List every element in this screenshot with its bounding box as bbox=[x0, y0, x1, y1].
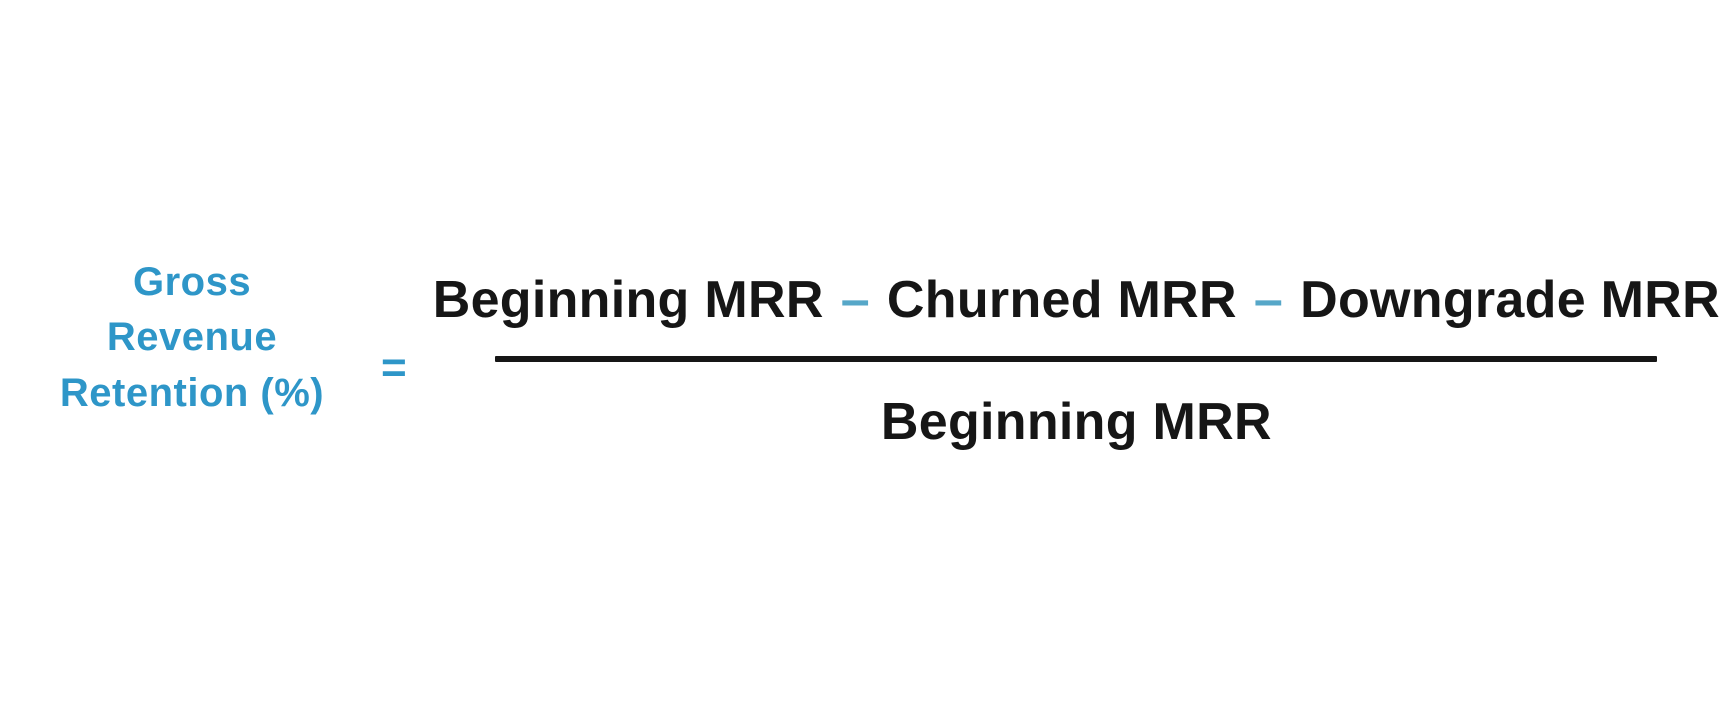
numerator-term-beginning-mrr: Beginning MRR bbox=[432, 271, 824, 329]
metric-label: Gross Revenue Retention (%) bbox=[45, 255, 339, 421]
minus-operator-2: – bbox=[1253, 271, 1284, 329]
minus-operator-1: – bbox=[840, 271, 870, 329]
metric-label-line2: Retention (%) bbox=[59, 370, 325, 415]
metric-label-line1: Gross Revenue bbox=[106, 260, 278, 360]
fraction-divider-line bbox=[495, 356, 1658, 362]
equals-sign: = bbox=[381, 343, 407, 392]
numerator-term-churned-mrr: Churned MRR bbox=[886, 271, 1237, 329]
numerator-term-downgrade-mrr: Downgrade MRR bbox=[1300, 271, 1720, 329]
fraction-denominator: Beginning MRR bbox=[880, 393, 1272, 451]
fraction-numerator: Beginning MRR – Churned MRR – Downgrade … bbox=[433, 270, 1720, 330]
fraction: Beginning MRR – Churned MRR – Downgrade … bbox=[433, 270, 1720, 452]
